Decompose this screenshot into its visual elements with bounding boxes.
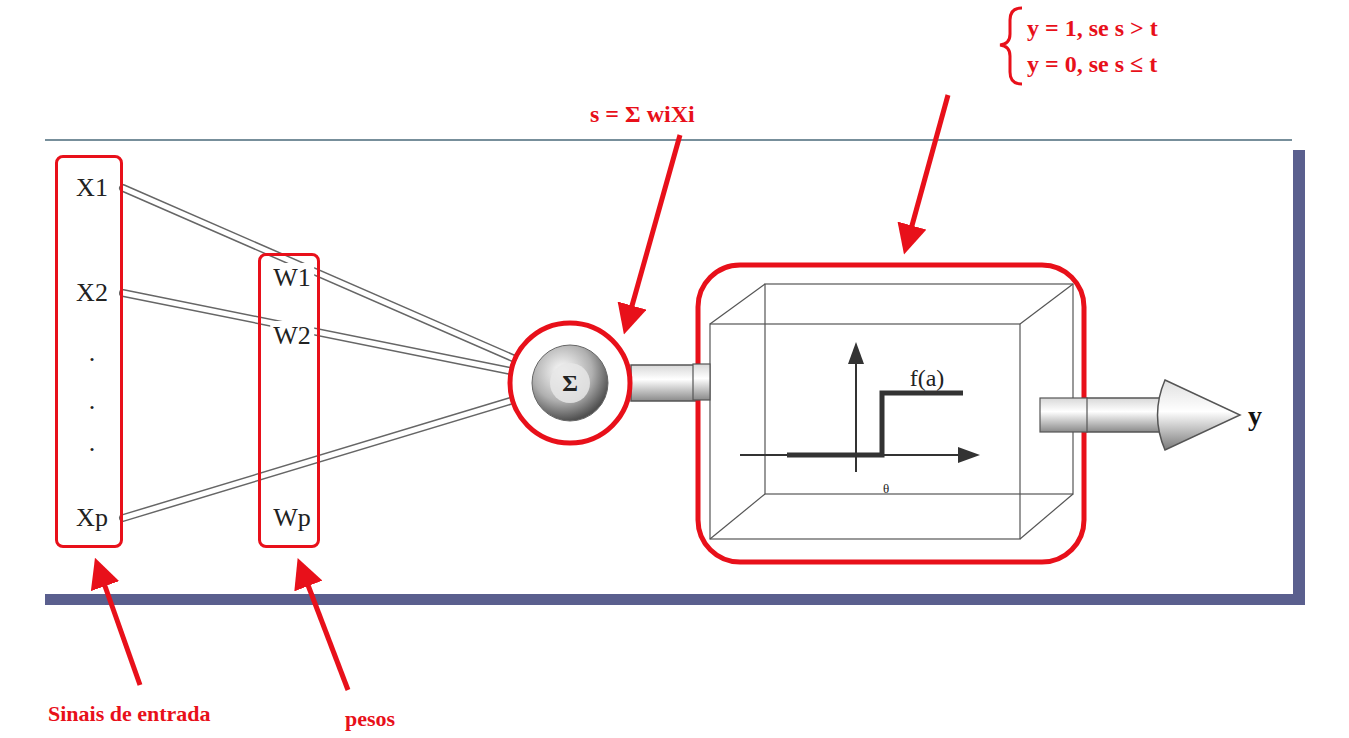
callout-label: pesos	[345, 708, 395, 730]
callout-arrow	[628, 135, 680, 320]
input-signals-box: X1X2... Xp	[55, 155, 123, 548]
callout-arrow	[100, 572, 140, 685]
weights-box: W1W2Wp	[258, 253, 320, 548]
signal-name: W2	[270, 321, 314, 351]
output-label: y	[1248, 402, 1262, 430]
summation-circle: Σ	[507, 320, 633, 446]
connector	[631, 365, 697, 401]
signal-name: X2	[76, 280, 108, 306]
function-label: f(a)	[910, 366, 945, 390]
signal-name: .	[89, 340, 96, 366]
frame-shadow	[45, 594, 1305, 605]
signal-name: .	[89, 388, 96, 414]
connector	[123, 293, 509, 371]
formula-label: s = Σ wiXi	[590, 102, 695, 126]
signal-name: .	[89, 430, 96, 456]
callout-label: Sinais de entrada	[48, 703, 211, 725]
activation-box: f(a) θ	[695, 262, 1087, 565]
signal-name: Wp	[270, 503, 314, 533]
connector	[123, 401, 511, 518]
callout-arrow	[908, 95, 948, 240]
function-label: θ	[883, 482, 889, 495]
output-arrowhead	[1158, 380, 1241, 450]
callout-arrow	[303, 572, 348, 690]
signal-name: Xp	[76, 505, 108, 531]
brace	[1000, 8, 1022, 84]
step-function-box	[695, 262, 1087, 565]
formula-label: y = 1, se s > t	[1027, 16, 1158, 40]
frame-shadow	[1293, 150, 1305, 605]
signal-name: X1	[76, 175, 108, 201]
sum-symbol: Σ	[562, 371, 578, 395]
signal-name: W1	[270, 263, 314, 293]
formula-label: y = 0, se s ≤ t	[1027, 52, 1157, 76]
frame-line	[45, 139, 1292, 141]
